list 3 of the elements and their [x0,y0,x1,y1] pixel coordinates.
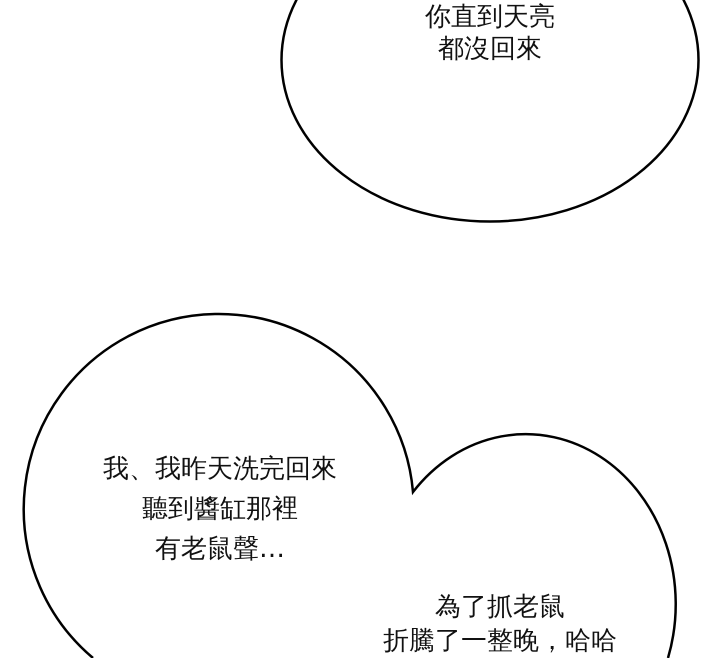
dialogue-text: 你直到天亮都沒回來 [425,1,555,65]
dialogue-text: 我、我昨天洗完回來聽到醬缸那裡有老鼠聲… [103,453,337,566]
dialogue-text: 為了抓老鼠折騰了一整晚，哈哈 [383,591,617,658]
